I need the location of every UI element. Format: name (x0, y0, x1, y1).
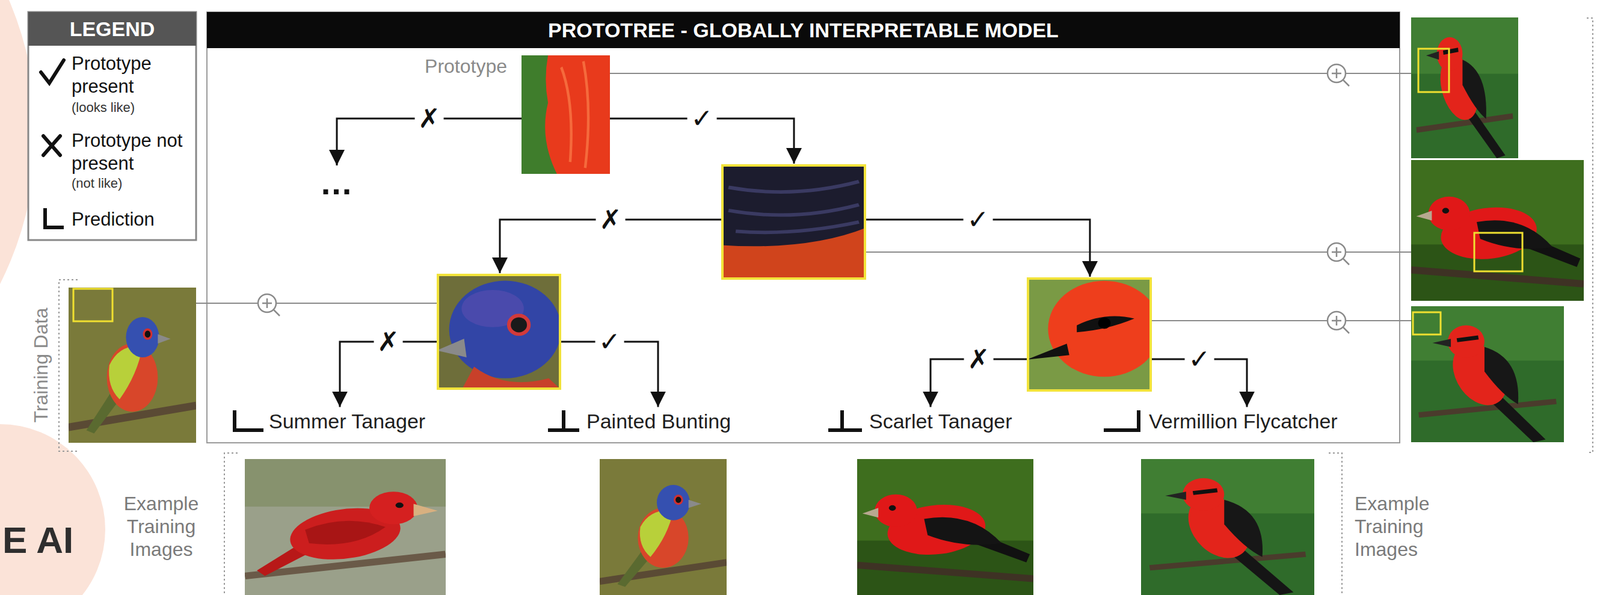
text-label: LEGEND (28, 12, 197, 46)
bird-photo (1411, 17, 1519, 159)
peach-backdrop (0, 424, 106, 595)
branch-label: ✓ (594, 327, 625, 357)
legend-entry: Prototype not present (71, 129, 192, 176)
more-branches: ... (321, 166, 354, 200)
branch-label: ✓ (1184, 344, 1215, 374)
prediction-leaf: Scarlet Tanager (865, 407, 1016, 435)
prediction-symbol (828, 410, 862, 432)
class-name: Vermillion Flycatcher (1148, 409, 1338, 434)
leader-lines (196, 73, 1412, 321)
branch-label: ✓ (687, 104, 717, 133)
training-images (68, 17, 1584, 595)
prototype-heading: Prototype (424, 55, 508, 78)
zoom-icons (258, 64, 1350, 334)
branch-label: ✓ (963, 205, 994, 234)
bird-photo (244, 458, 446, 595)
prediction-leaf: Vermillion Flycatcher (1145, 407, 1342, 435)
prototype-patch (436, 273, 562, 390)
prototype-patch: Prototype (521, 55, 610, 174)
text-label: E AI (2, 518, 74, 562)
bird-photo (599, 458, 727, 595)
class-name: Scarlet Tanager (869, 409, 1013, 434)
bird-photo (68, 287, 197, 443)
text-label: Example Training Images (1354, 492, 1457, 561)
dotted-brackets (58, 18, 1593, 595)
text-label: Training Data (30, 307, 53, 423)
prediction-leaf: Summer Tanager (265, 407, 429, 435)
legend-entry: Prediction (71, 208, 192, 231)
branch-label: ✗ (596, 205, 626, 234)
check-symbol (40, 60, 64, 84)
prediction-symbol (43, 208, 64, 230)
prediction-symbol (232, 410, 264, 432)
tree-panel (206, 12, 1400, 443)
prediction-leaf: Painted Bunting (582, 407, 735, 435)
bird-photo (857, 458, 1034, 595)
branch-label: ✗ (373, 327, 404, 357)
bird-photo (1411, 306, 1564, 443)
cross-symbol (43, 135, 61, 156)
prediction-symbol (1103, 410, 1141, 432)
prototype-patch (436, 273, 562, 390)
prediction-symbol (547, 410, 580, 432)
text-label: (looks like) (71, 99, 135, 116)
prototype-patch (1026, 277, 1161, 392)
branch-label: ✗ (414, 104, 444, 133)
prototype-patch (1026, 277, 1152, 392)
legend-box (28, 12, 197, 240)
legend-entry: Prototype present (71, 52, 192, 99)
class-name: Summer Tanager (268, 409, 426, 434)
diagram-title: PROTOTREE - GLOBALLY INTERPRETABLE MODEL (206, 12, 1400, 49)
branch-label: ✗ (964, 344, 994, 374)
bird-photo (1141, 458, 1315, 595)
prototype-patch (521, 55, 610, 174)
class-name: Painted Bunting (586, 409, 731, 434)
text-label: Example Training Images (111, 492, 211, 561)
text-label: (not like) (71, 175, 123, 192)
prototype-patches (436, 55, 1161, 392)
ellipsis-text: ... (321, 166, 354, 200)
bird-photo (1411, 160, 1584, 301)
prototype-patch (721, 164, 867, 280)
patch-highlight (73, 48, 1523, 335)
prototype-patch (721, 164, 867, 280)
